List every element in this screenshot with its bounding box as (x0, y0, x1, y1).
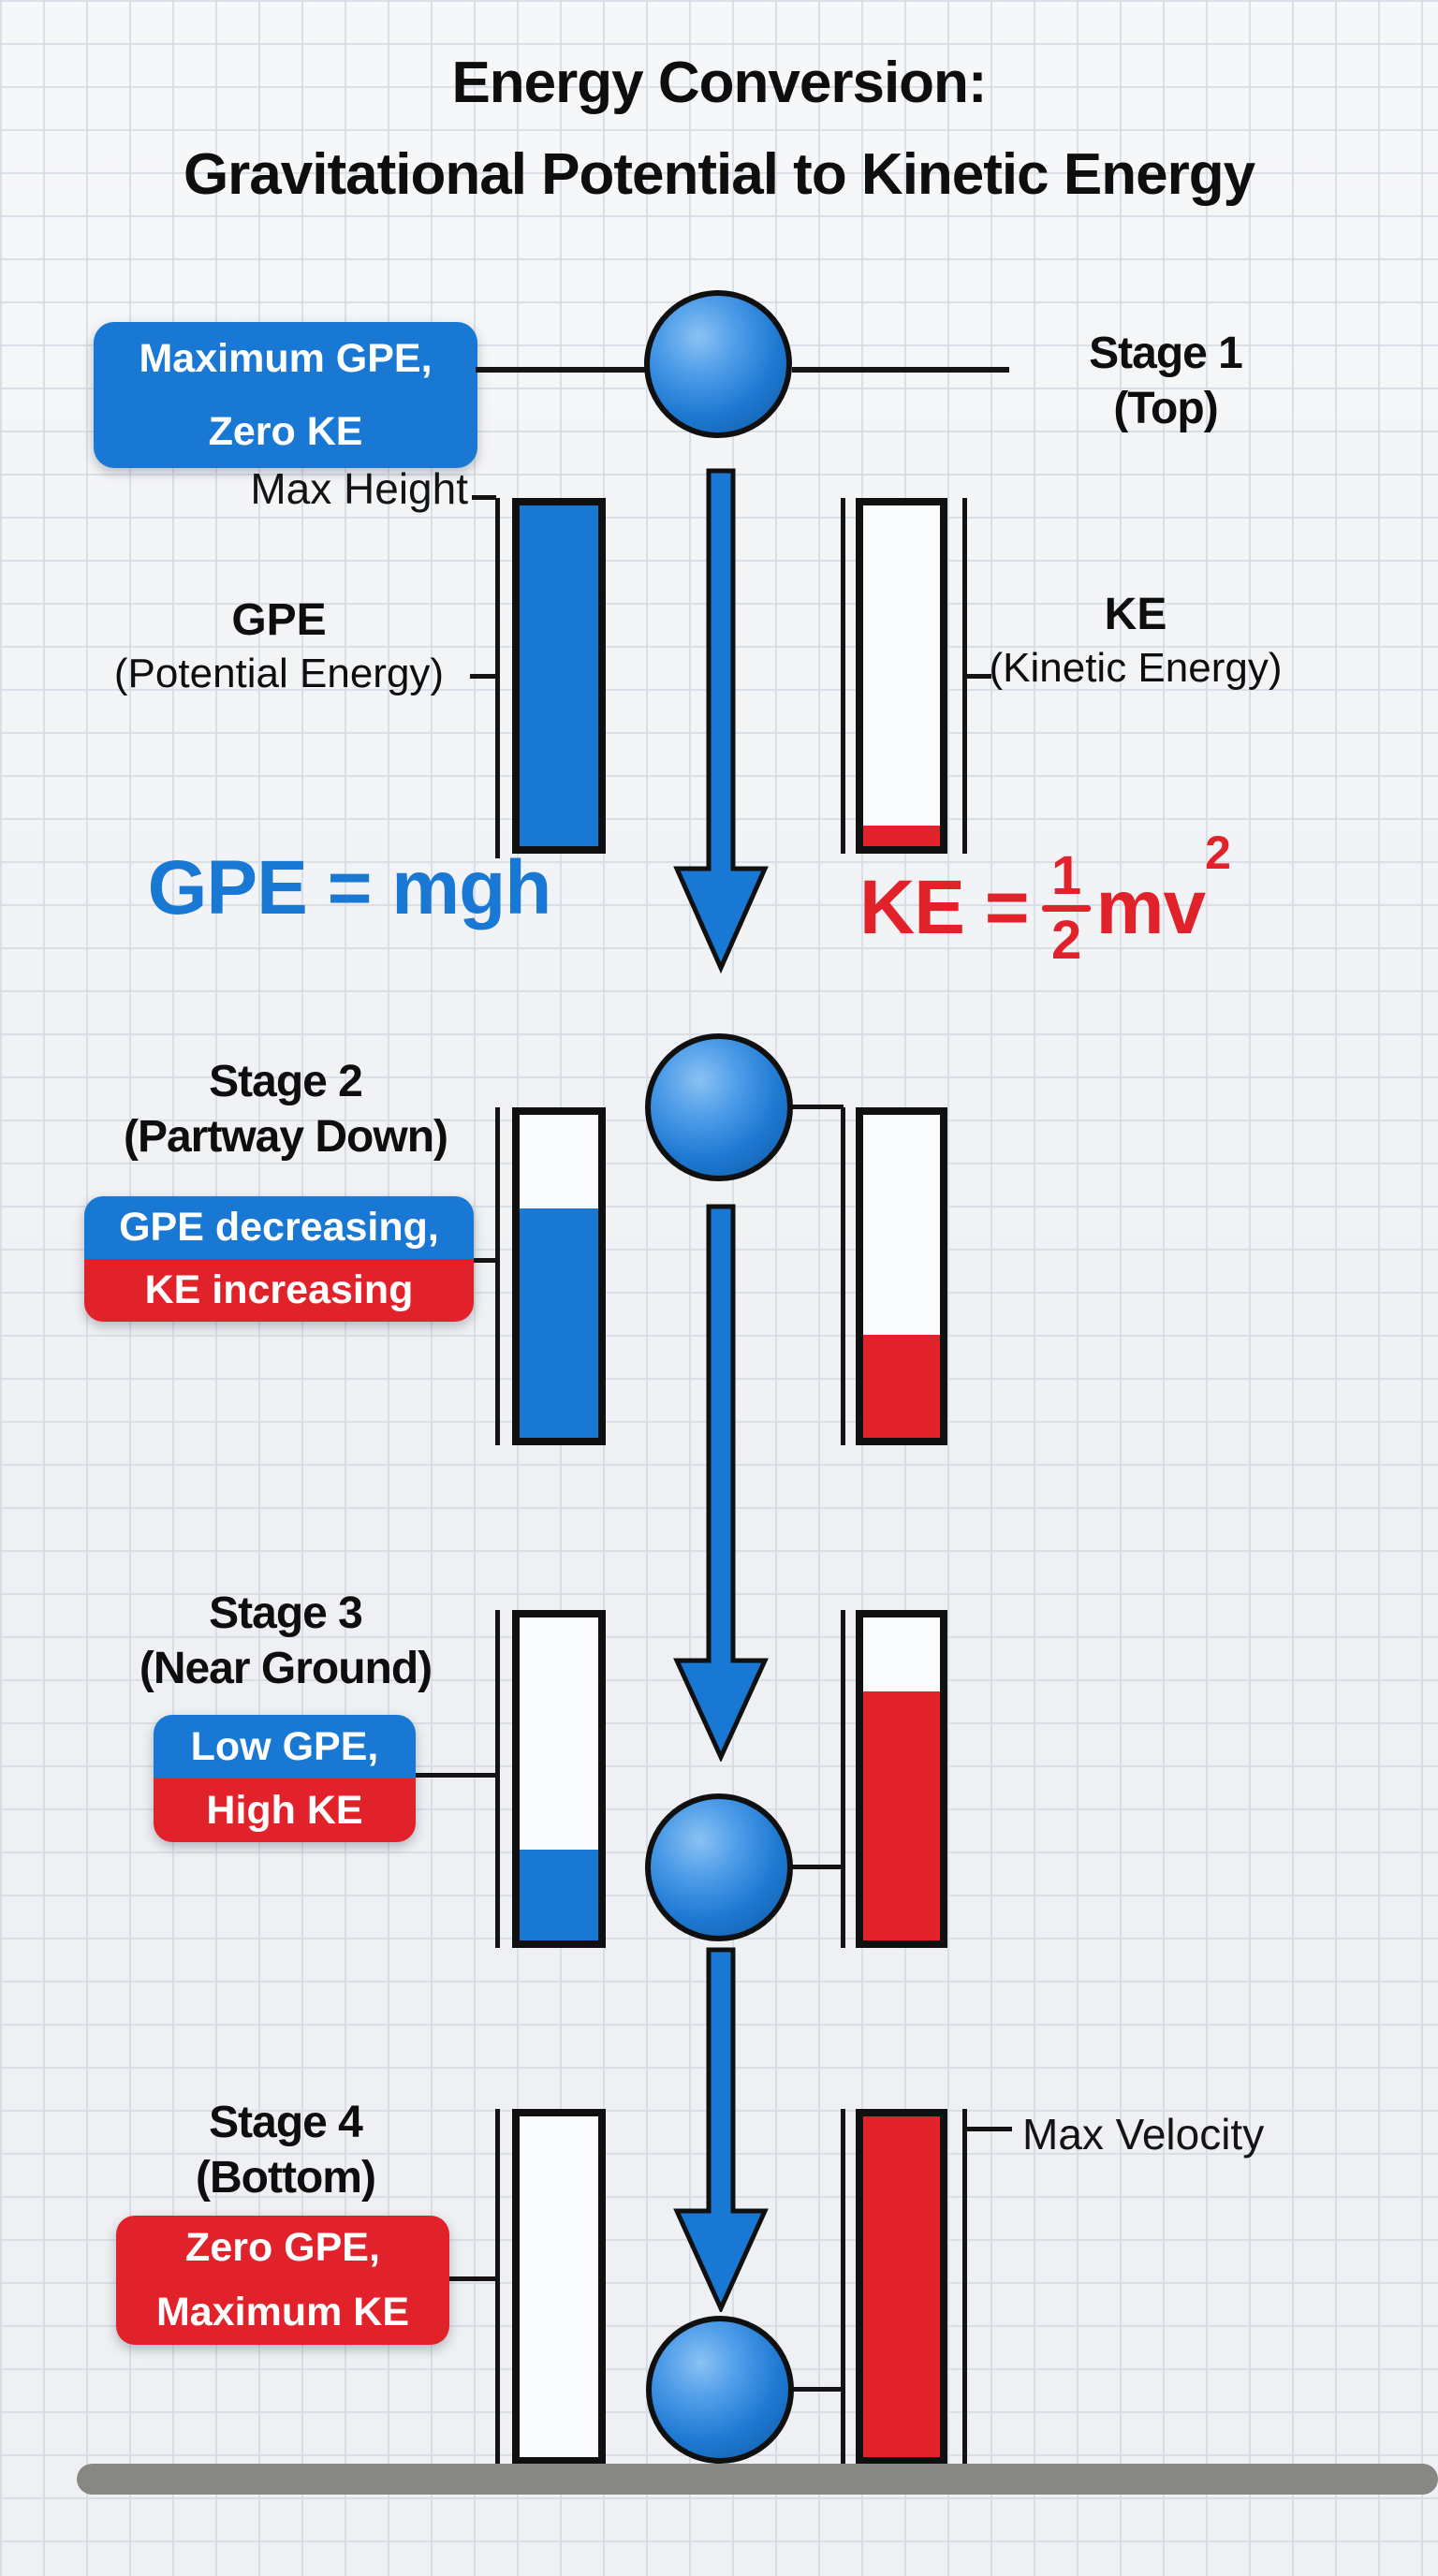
ke-formula-body: mv (1095, 865, 1207, 950)
gpe-axis-rail-stage3 (495, 1610, 500, 1948)
ke-bar-stage3 (856, 1610, 947, 1948)
stage1-label: Stage 1 (Top) (1011, 326, 1320, 436)
gpe-bar-stage4 (512, 2109, 606, 2465)
ball-stage-1 (644, 290, 792, 438)
ke-formula-fraction: 1 2 (1041, 844, 1091, 971)
gpe-fill-stage1 (520, 505, 598, 846)
ke-formula-lhs: KE = (859, 865, 1030, 950)
stage3-badge: Low GPE, High KE (154, 1715, 416, 1842)
ke-axis-title: KE (1104, 590, 1167, 639)
gpe-label-tick (470, 674, 496, 679)
ke-left-rail-stage2 (841, 1107, 845, 1445)
stage3-badge-line1: Low GPE, (154, 1715, 416, 1778)
ground-bar (77, 2464, 1438, 2495)
max-velocity-label: Max Velocity (1022, 2110, 1265, 2159)
stage3-ball-tick (791, 1865, 844, 1869)
ke-formula-numerator: 1 (1050, 844, 1081, 906)
stage4-sub: (Bottom) (196, 2153, 376, 2203)
gpe-axis-title: GPE (231, 595, 327, 645)
stage2-badge-line1: GPE decreasing, (84, 1196, 474, 1259)
stage2-name: Stage 2 (209, 1057, 363, 1106)
stage3-name: Stage 3 (209, 1588, 363, 1638)
ke-left-rail-stage1 (841, 498, 845, 854)
ke-fill-stage2 (863, 1334, 940, 1438)
fraction-bar (1041, 904, 1091, 912)
stage3-badge-line2: High KE (154, 1778, 416, 1842)
stage2-badge-connector (474, 1258, 497, 1263)
stage2-label: Stage 2 (Partway Down) (51, 1054, 520, 1164)
ball-stage-4 (646, 2316, 794, 2464)
ke-axis-rail-stage4 (962, 2109, 967, 2465)
gpe-axis-rail-stage2 (495, 1107, 500, 1445)
ke-axis-subtitle: (Kinetic Energy) (989, 645, 1283, 691)
ke-formula-exponent: 2 (1205, 827, 1231, 879)
stage4-label: Stage 4 (Bottom) (51, 2095, 520, 2205)
gpe-axis-rail-stage4 (495, 2109, 500, 2465)
gpe-fill-stage3 (520, 1850, 598, 1940)
stage1-badge-line2: Zero KE (94, 395, 477, 468)
gpe-bar-stage3 (512, 1610, 606, 1948)
stage3-label: Stage 3 (Near Ground) (51, 1586, 520, 1696)
stage2-ball-tick (791, 1105, 844, 1109)
ke-formula: KE = 1 2 mv 2 (801, 824, 1288, 992)
ke-axis-rail-stage1 (962, 498, 967, 854)
stage1-badge: Maximum GPE, Zero KE (94, 322, 477, 468)
stage4-name: Stage 4 (209, 2098, 363, 2147)
stage2-badge-line2: KE increasing (84, 1259, 474, 1322)
ke-left-rail-stage3 (841, 1610, 845, 1948)
max-height-label: Max Height (250, 464, 468, 513)
ke-left-rail-stage4 (841, 2109, 845, 2465)
max-velocity-tick (967, 2127, 1012, 2131)
ke-label-tick (967, 674, 991, 679)
stage2-sub: (Partway Down) (123, 1112, 448, 1162)
gpe-bar-stage2 (512, 1107, 606, 1445)
ke-fill-stage3 (863, 1691, 940, 1940)
ke-formula-denominator: 2 (1050, 909, 1081, 971)
stage3-sub: (Near Ground) (139, 1644, 433, 1693)
down-arrow-3 (673, 1947, 769, 2312)
down-arrow-2 (673, 1204, 769, 1762)
page-title: Energy Conversion: Gravitational Potenti… (0, 37, 1438, 221)
stage4-badge-line1: Zero GPE, (116, 2216, 449, 2280)
stage1-sub: (Top) (1113, 384, 1218, 433)
stage4-badge: Zero GPE, Maximum KE (116, 2216, 449, 2345)
stage1-label-connector (792, 367, 1009, 373)
ke-bar-stage1 (856, 498, 947, 854)
stage4-badge-line2: Maximum KE (116, 2280, 449, 2345)
stage1-name: Stage 1 (1089, 329, 1243, 378)
stage4-ball-tick (792, 2387, 844, 2392)
down-arrow-1-shape (673, 468, 769, 973)
ball-stage-2 (645, 1033, 793, 1181)
stage2-badge: GPE decreasing, KE increasing (84, 1196, 474, 1322)
ke-fill-stage1 (863, 826, 940, 846)
stage1-badge-connector (476, 367, 646, 373)
stage3-badge-connector (416, 1773, 497, 1778)
gpe-axis-subtitle: (Potential Energy) (113, 651, 445, 696)
ball-stage-3 (645, 1793, 793, 1941)
gpe-fill-stage2 (520, 1208, 598, 1438)
down-arrow-3-shape (673, 1947, 769, 2312)
ke-bar-stage2 (856, 1107, 947, 1445)
gpe-formula: GPE = mgh (147, 845, 552, 930)
down-arrow-2-shape (673, 1204, 769, 1762)
title-line-1: Energy Conversion: (451, 51, 987, 115)
ke-fill-stage4 (863, 2116, 940, 2457)
stage1-badge-line1: Maximum GPE, (94, 322, 477, 395)
ke-bar-stage4 (856, 2109, 947, 2465)
stage4-badge-connector (449, 2276, 497, 2281)
title-line-2: Gravitational Potential to Kinetic Energ… (183, 142, 1255, 207)
gpe-axis-label: GPE (Potential Energy) (54, 593, 504, 700)
gpe-bar-stage1 (512, 498, 606, 854)
ke-axis-label: KE (Kinetic Energy) (964, 588, 1307, 695)
gpe-axis-rail-stage1 (495, 498, 500, 858)
down-arrow-1 (673, 468, 769, 973)
max-height-tick (472, 495, 496, 500)
